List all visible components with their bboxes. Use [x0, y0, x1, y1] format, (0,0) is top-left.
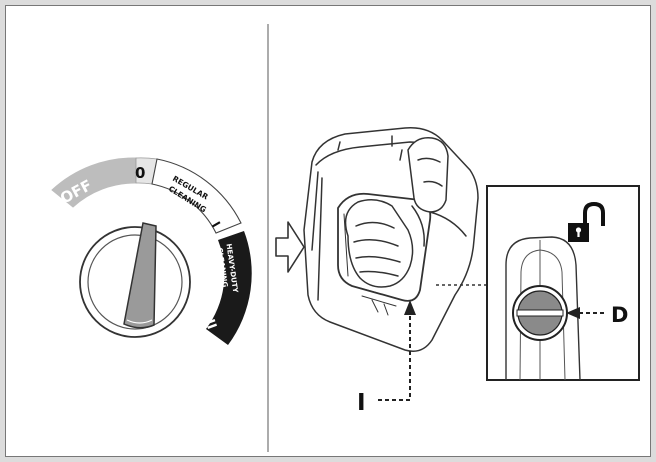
- regular-band: [151, 158, 242, 234]
- selector-dial: OFF 0 REGULAR CLEANING I HEAVY-DUTY CLEA…: [51, 157, 252, 345]
- detail-inset: [486, 185, 640, 381]
- mark-one: I: [209, 219, 223, 230]
- appliance-illustration: [303, 127, 479, 352]
- i-arrowhead: [404, 300, 416, 315]
- callout-i-label: I: [357, 390, 366, 416]
- zero-label: 0: [135, 164, 145, 182]
- knob-pointer: [123, 222, 157, 329]
- mark-two: II: [201, 317, 218, 331]
- i-leader: [378, 316, 411, 401]
- open-padlock-icon: [568, 201, 605, 242]
- hollow-right-arrow-icon: [275, 221, 305, 273]
- d-arrowhead: [566, 307, 580, 319]
- heavy-duty-band: [206, 231, 252, 345]
- callout-d-label: D: [611, 303, 628, 327]
- knob-pointer-edge: [126, 319, 153, 324]
